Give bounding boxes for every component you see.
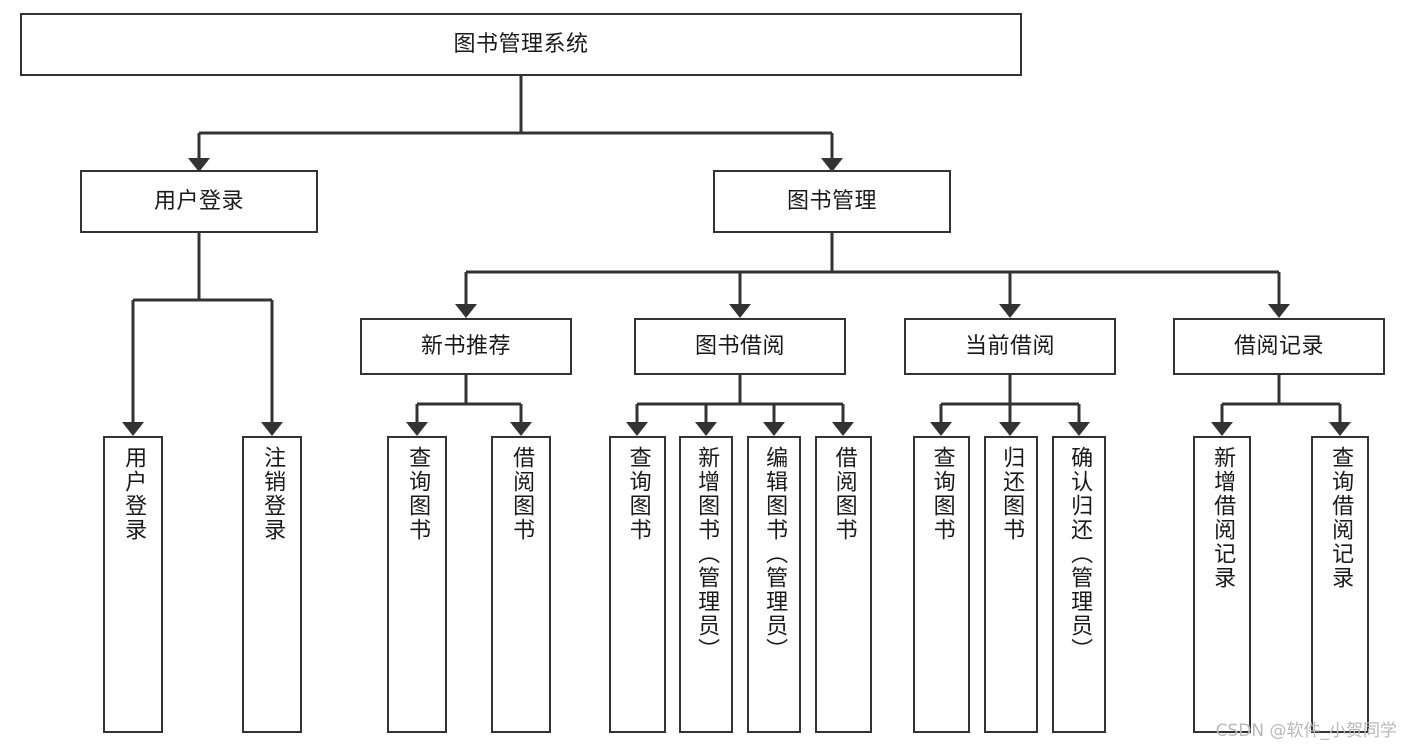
leaf-borrow-book-1-label: 借阅图书	[509, 446, 535, 542]
node-book-borrow[interactable]: 图书借阅	[634, 318, 846, 375]
leaf-query-book-3[interactable]: 查询图书	[913, 436, 970, 733]
leaf-add-book-label: 新增图书（管理员）	[694, 446, 720, 662]
leaf-confirm-return-label: 确认归还（管理员）	[1067, 446, 1093, 662]
node-user-login-label: 用户登录	[153, 188, 244, 214]
leaf-query-book-1[interactable]: 查询图书	[387, 436, 447, 733]
leaf-add-record[interactable]: 新增借阅记录	[1193, 436, 1251, 733]
leaf-query-book-1-label: 查询图书	[405, 446, 431, 542]
leaf-query-book-2[interactable]: 查询图书	[609, 436, 666, 733]
node-new-book-recommend[interactable]: 新书推荐	[360, 318, 572, 375]
leaf-logout-login-label: 注销登录	[260, 446, 286, 542]
node-borrow-record-label: 借阅记录	[1233, 333, 1324, 359]
leaf-confirm-return[interactable]: 确认归还（管理员）	[1052, 436, 1106, 733]
node-root[interactable]: 图书管理系统	[20, 13, 1022, 76]
leaf-query-record[interactable]: 查询借阅记录	[1311, 436, 1369, 733]
leaf-return-book[interactable]: 归还图书	[984, 436, 1038, 733]
leaf-query-book-3-label: 查询图书	[929, 446, 955, 542]
watermark-text: CSDN @软件_小贺同学	[1215, 721, 1397, 741]
node-current-borrow[interactable]: 当前借阅	[904, 318, 1116, 375]
leaf-add-record-label: 新增借阅记录	[1210, 446, 1236, 590]
leaf-add-book[interactable]: 新增图书（管理员）	[679, 436, 733, 733]
leaf-borrow-book-2[interactable]: 借阅图书	[815, 436, 872, 733]
leaf-borrow-book-2-label: 借阅图书	[831, 446, 857, 542]
node-borrow-record[interactable]: 借阅记录	[1173, 318, 1385, 375]
node-root-label: 图书管理系统	[453, 31, 589, 57]
leaf-return-book-label: 归还图书	[999, 446, 1025, 542]
leaf-query-book-2-label: 查询图书	[625, 446, 651, 542]
node-book-manage[interactable]: 图书管理	[713, 170, 951, 233]
leaf-user-login[interactable]: 用户登录	[103, 436, 163, 733]
leaf-edit-book[interactable]: 编辑图书（管理员）	[747, 436, 801, 733]
leaf-edit-book-label: 编辑图书（管理员）	[762, 446, 788, 662]
leaf-query-record-label: 查询借阅记录	[1328, 446, 1354, 590]
leaf-logout-login[interactable]: 注销登录	[242, 436, 302, 733]
node-current-borrow-label: 当前借阅	[964, 333, 1055, 359]
node-new-book-recommend-label: 新书推荐	[420, 333, 511, 359]
node-user-login[interactable]: 用户登录	[80, 170, 318, 233]
leaf-user-login-label: 用户登录	[121, 446, 147, 542]
leaf-borrow-book-1[interactable]: 借阅图书	[491, 436, 551, 733]
node-book-borrow-label: 图书借阅	[694, 333, 785, 359]
node-book-manage-label: 图书管理	[786, 188, 877, 214]
